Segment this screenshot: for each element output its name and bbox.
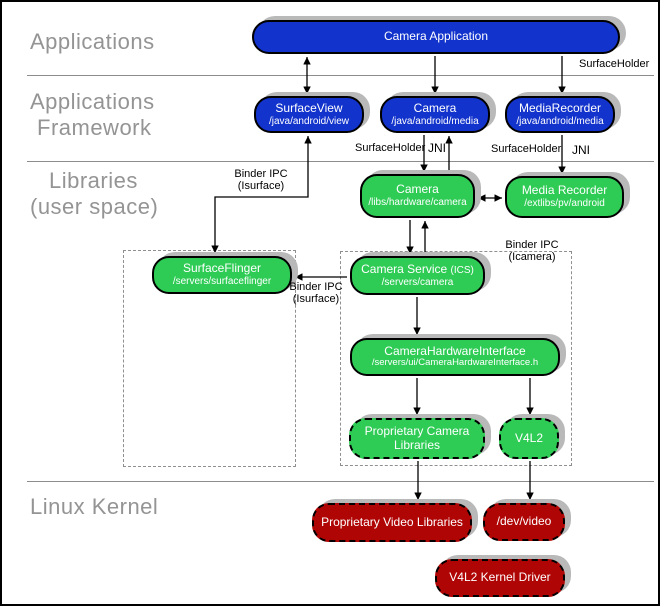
node-camera-hardware-interface-path: /servers/ui/CameraHardwareInterface.h [371,357,539,369]
label-binder-ipc-isurface-top-line2: (Isurface) [237,180,285,192]
node-media-recorder-library-title: Media Recorder [521,183,608,198]
node-camera-library-title: Camera [396,182,439,197]
label-binder-ipc-icamera-line1: Binder IPC [505,239,559,251]
label-jni-mediarecorder: JNI [572,143,590,157]
node-v4l2: V4L2 [499,418,559,459]
layer-label-libraries: Libraries (user space) [30,168,158,220]
label-surfaceholder-app: SurfaceHolder [579,58,650,70]
node-camera-application: Camera Application [252,20,620,54]
node-v4l2-kernel-driver-title: V4L2 Kernel Driver [449,570,551,585]
node-v4l2-title: V4L2 [514,430,544,445]
node-surfaceview: SurfaceView /java/android/view [254,96,364,133]
node-camera-framework: Camera /java/android/media [380,96,490,133]
label-binder-ipc-isurface-side-line2: (Isurface) [292,293,340,305]
node-proprietary-camera-libraries: Proprietary Camera Libraries [349,418,485,459]
node-surfaceview-path: /java/android/view [268,115,350,127]
layer-label-applications: Applications [30,29,155,55]
node-media-recorder-library-path: /extlibs/pv/android [524,198,605,210]
camera-service-process-container [340,251,572,466]
surfaceflinger-process-container [123,250,296,467]
layer-label-linux-kernel: Linux Kernel [30,494,158,520]
layer-label-applications-framework: Applications Framework [30,89,155,141]
node-camera-library-path: /libs/hardware/camera [368,197,467,209]
node-mediarecorder-framework-title: MediaRecorder [518,100,602,115]
node-v4l2-kernel-driver: V4L2 Kernel Driver [435,559,565,597]
layer-label-framework-line2: Framework [37,115,152,140]
node-surfaceflinger: SurfaceFlinger /servers/surfaceflinger [152,256,292,294]
node-proprietary-camera-libraries-title: Proprietary Camera Libraries [364,423,470,452]
layer-label-libraries-line1: Libraries [49,168,138,193]
node-mediarecorder-framework: MediaRecorder /java/android/media [505,96,615,133]
label-jni-camera: JNI [428,141,446,155]
node-camera-hardware-interface-title: CameraHardwareInterface [384,343,526,358]
node-mediarecorder-framework-path: /java/android/media [516,115,604,127]
node-camera-hardware-interface: CameraHardwareInterface /servers/ui/Came… [350,338,560,376]
label-binder-ipc-icamera: Binder IPC (Icamera) [501,239,563,263]
layer-separator-framework [27,161,654,162]
node-camera-service-title-suffix: (ICS) [450,264,474,276]
node-media-recorder-library: Media Recorder /extlibs/pv/android [505,176,624,218]
node-camera-service-title: Camera Service (ICS) [361,261,474,277]
layer-label-libraries-line2: (user space) [30,194,159,219]
node-proprietary-video-libraries: Proprietary Video Libraries [312,503,472,542]
node-dev-video: /dev/video [483,503,565,541]
node-surfaceflinger-path: /servers/surfaceflinger [172,276,272,288]
node-camera-service-title-text: Camera Service [361,261,448,276]
layer-separator-kernel [27,481,654,482]
label-binder-ipc-isurface-side-line1: Binder IPC [289,281,343,293]
node-dev-video-title: /dev/video [496,514,552,529]
label-surfaceholder-camera: SurfaceHolder [355,142,426,154]
node-camera-application-title: Camera Application [383,29,489,44]
label-surfaceholder-mediarecorder: SurfaceHolder [491,143,562,155]
label-binder-ipc-isurface-top: Binder IPC (Isurface) [227,168,295,192]
label-binder-ipc-icamera-line2: (Icamera) [508,251,556,263]
node-surfaceflinger-title: SurfaceFlinger [182,261,262,276]
arrow-surfaceview-surfaceflinger [211,136,312,253]
node-camera-framework-title: Camera [413,100,457,115]
label-binder-ipc-isurface-side: Binder IPC (Isurface) [287,281,345,305]
layer-label-framework-line1: Applications [30,89,155,114]
node-camera-framework-path: /java/android/media [391,115,479,127]
layer-label-linux-kernel-text: Linux Kernel [30,494,159,519]
node-surfaceview-title: SurfaceView [275,100,343,115]
label-binder-ipc-isurface-top-line1: Binder IPC [234,168,288,180]
node-proprietary-video-libraries-title: Proprietary Video Libraries [321,514,463,529]
layer-separator-applications [27,75,654,76]
node-camera-library: Camera /libs/hardware/camera [360,174,475,218]
node-camera-service: Camera Service (ICS) /servers/camera [350,256,485,295]
layer-label-applications-text: Applications [30,29,155,54]
node-camera-service-path: /servers/camera [381,276,454,288]
